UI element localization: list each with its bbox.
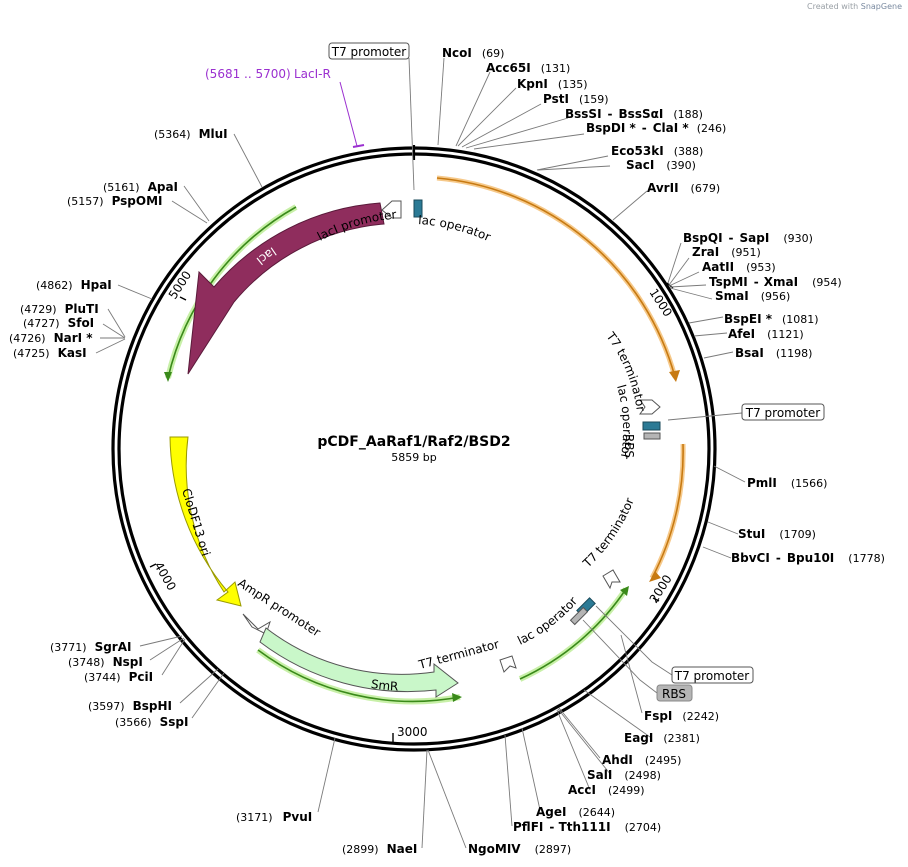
tick-3000: 3000 (392, 725, 428, 742)
site-labels: NcoI(69) Acc65I(131) KpnI(135) PstI(159)… (9, 46, 885, 856)
site-tspmi: TspMI-XmaI(954) (709, 275, 842, 289)
rbs-bottom (569, 606, 589, 626)
snapgene-credit: Created with SnapGene (807, 2, 902, 11)
t7-terminator-bottom-label: T7 terminator (416, 637, 500, 672)
site-nari: (4726)NarI * (9, 331, 93, 345)
plasmid-length: 5859 bp (391, 451, 436, 464)
lac-operator-bottom-label: lac operator (515, 594, 580, 648)
site-ahdi: AhdI(2495) (602, 753, 681, 767)
site-stui: StuI(1709) (738, 527, 816, 541)
lac-operator-top (413, 199, 423, 218)
t7-promoter-box-bottom: T7 promoter (595, 605, 754, 684)
lac-operator-right (642, 421, 661, 431)
site-zrai: ZraI(951) (692, 245, 761, 259)
site-bbvci: BbvCI-Bpu10I(1778) (731, 551, 885, 565)
site-psti: PstI(159) (543, 92, 609, 106)
t7-terminator-right2-arrow (602, 569, 621, 590)
site-pmli: PmlI(1566) (747, 476, 827, 490)
site-apai: (5161)ApaI (103, 180, 178, 194)
site-hpai: (4862)HpaI (36, 278, 112, 292)
credit-prefix: Created with (807, 2, 859, 11)
smr-label: SmR (370, 677, 398, 694)
laci-promoter-arrow (381, 200, 402, 219)
site-bsai: BsaI(1198) (735, 346, 812, 360)
t7-terminator-arc-2 (649, 443, 686, 582)
t7-promoter-bottom-label: T7 promoter (674, 669, 750, 683)
site-sfoi: (4727)SfoI (23, 316, 94, 330)
site-ncoi: NcoI(69) (442, 46, 504, 60)
plasmid-name: pCDF_AaRaf1/Raf2/BSD2 (317, 434, 510, 450)
site-pvui: (3171)PvuI (236, 810, 312, 824)
site-kpni: KpnI(135) (517, 77, 588, 91)
site-pcii: (3744)PciI (84, 670, 153, 684)
laci-arrow (187, 202, 385, 375)
site-acc65i: Acc65I(131) (486, 61, 570, 75)
site-eco53ki: Eco53kI(388) (611, 144, 703, 158)
tick-label-3000: 3000 (397, 725, 428, 739)
t7-promoter-right-label: T7 promoter (745, 406, 821, 420)
site-kasi: (4725)KasI (13, 346, 87, 360)
site-leaders (95, 57, 746, 849)
site-bspqi: BspQI-SapI(930) (683, 231, 813, 245)
ampr-promoter-arrow (242, 613, 271, 635)
t7-terminator-right2-label: T7 terminator (580, 496, 637, 571)
lac-operator-top-label: lac operator (418, 213, 493, 244)
rbs-right (643, 432, 661, 440)
site-fspi: FspI(2242) (644, 709, 719, 723)
ampr-promoter-label: AmpR promoter (235, 576, 323, 640)
site-agei: AgeI(2644) (536, 805, 615, 819)
site-acci: AccI(2499) (568, 783, 645, 797)
site-aatii: AatII(953) (702, 260, 776, 274)
rbs-box: RBS (582, 619, 693, 702)
t7-promoter-box-right: T7 promoter (667, 403, 825, 421)
site-pspomi: (5157)PspOMI (67, 194, 163, 208)
site-pflfi: PflFI-Tth111I(2704) (513, 820, 661, 834)
rbs-right-label: RBS (622, 434, 636, 458)
site-sspi: (3566)SspI (115, 715, 188, 729)
laci-r-label: LacI-R (294, 67, 331, 81)
laci-r-primer: (5681 .. 5700) LacI-R (205, 67, 365, 148)
site-ngomiv: NgoMIV(2897) (468, 842, 571, 856)
site-pluti: (4729)PluTI (20, 302, 99, 316)
site-nspi: (3748)NspI (68, 655, 143, 669)
clodf13-label: CloDF13 ori (179, 487, 213, 558)
t7-terminator-bottom-arrow (499, 655, 517, 673)
site-eagi: EagI(2381) (624, 731, 700, 745)
smr-green-arc (256, 647, 462, 705)
site-bsssi: BssSI-BssSαI(188) (565, 107, 703, 121)
site-saci: SacI(390) (626, 158, 696, 172)
site-mlui: (5364)MluI (154, 127, 228, 141)
t7-promoter-box-top: T7 promoter (328, 42, 415, 191)
site-afei: AfeI(1121) (728, 327, 804, 341)
site-sali: SalI(2498) (587, 768, 661, 782)
site-smai: SmaI(956) (715, 289, 790, 303)
smr-arrow (259, 627, 459, 698)
clodf13-ori-arrow (169, 436, 242, 607)
site-sgrai: (3771)SgrAI (50, 640, 131, 654)
site-bspei: BspEI *(1081) (724, 312, 819, 326)
site-naei: (2899)NaeI (342, 842, 417, 856)
laci-r-range: (5681 .. 5700) (205, 67, 291, 81)
t7-promoter-top-label: T7 promoter (331, 45, 407, 59)
t7-terminator-green-arc (518, 586, 629, 682)
t7-terminator-arc-1 (436, 175, 680, 382)
site-bsphi: (3597)BspHI (88, 699, 172, 713)
laci-green-arc (164, 204, 298, 382)
site-bspdi: BspDI *-ClaI *(246) (586, 121, 726, 135)
site-avrii: AvrII(679) (647, 181, 720, 195)
credit-brand: SnapGene (860, 2, 902, 11)
rbs-box-label: RBS (662, 687, 686, 701)
t7-terminator-right1-arrow (639, 399, 661, 415)
